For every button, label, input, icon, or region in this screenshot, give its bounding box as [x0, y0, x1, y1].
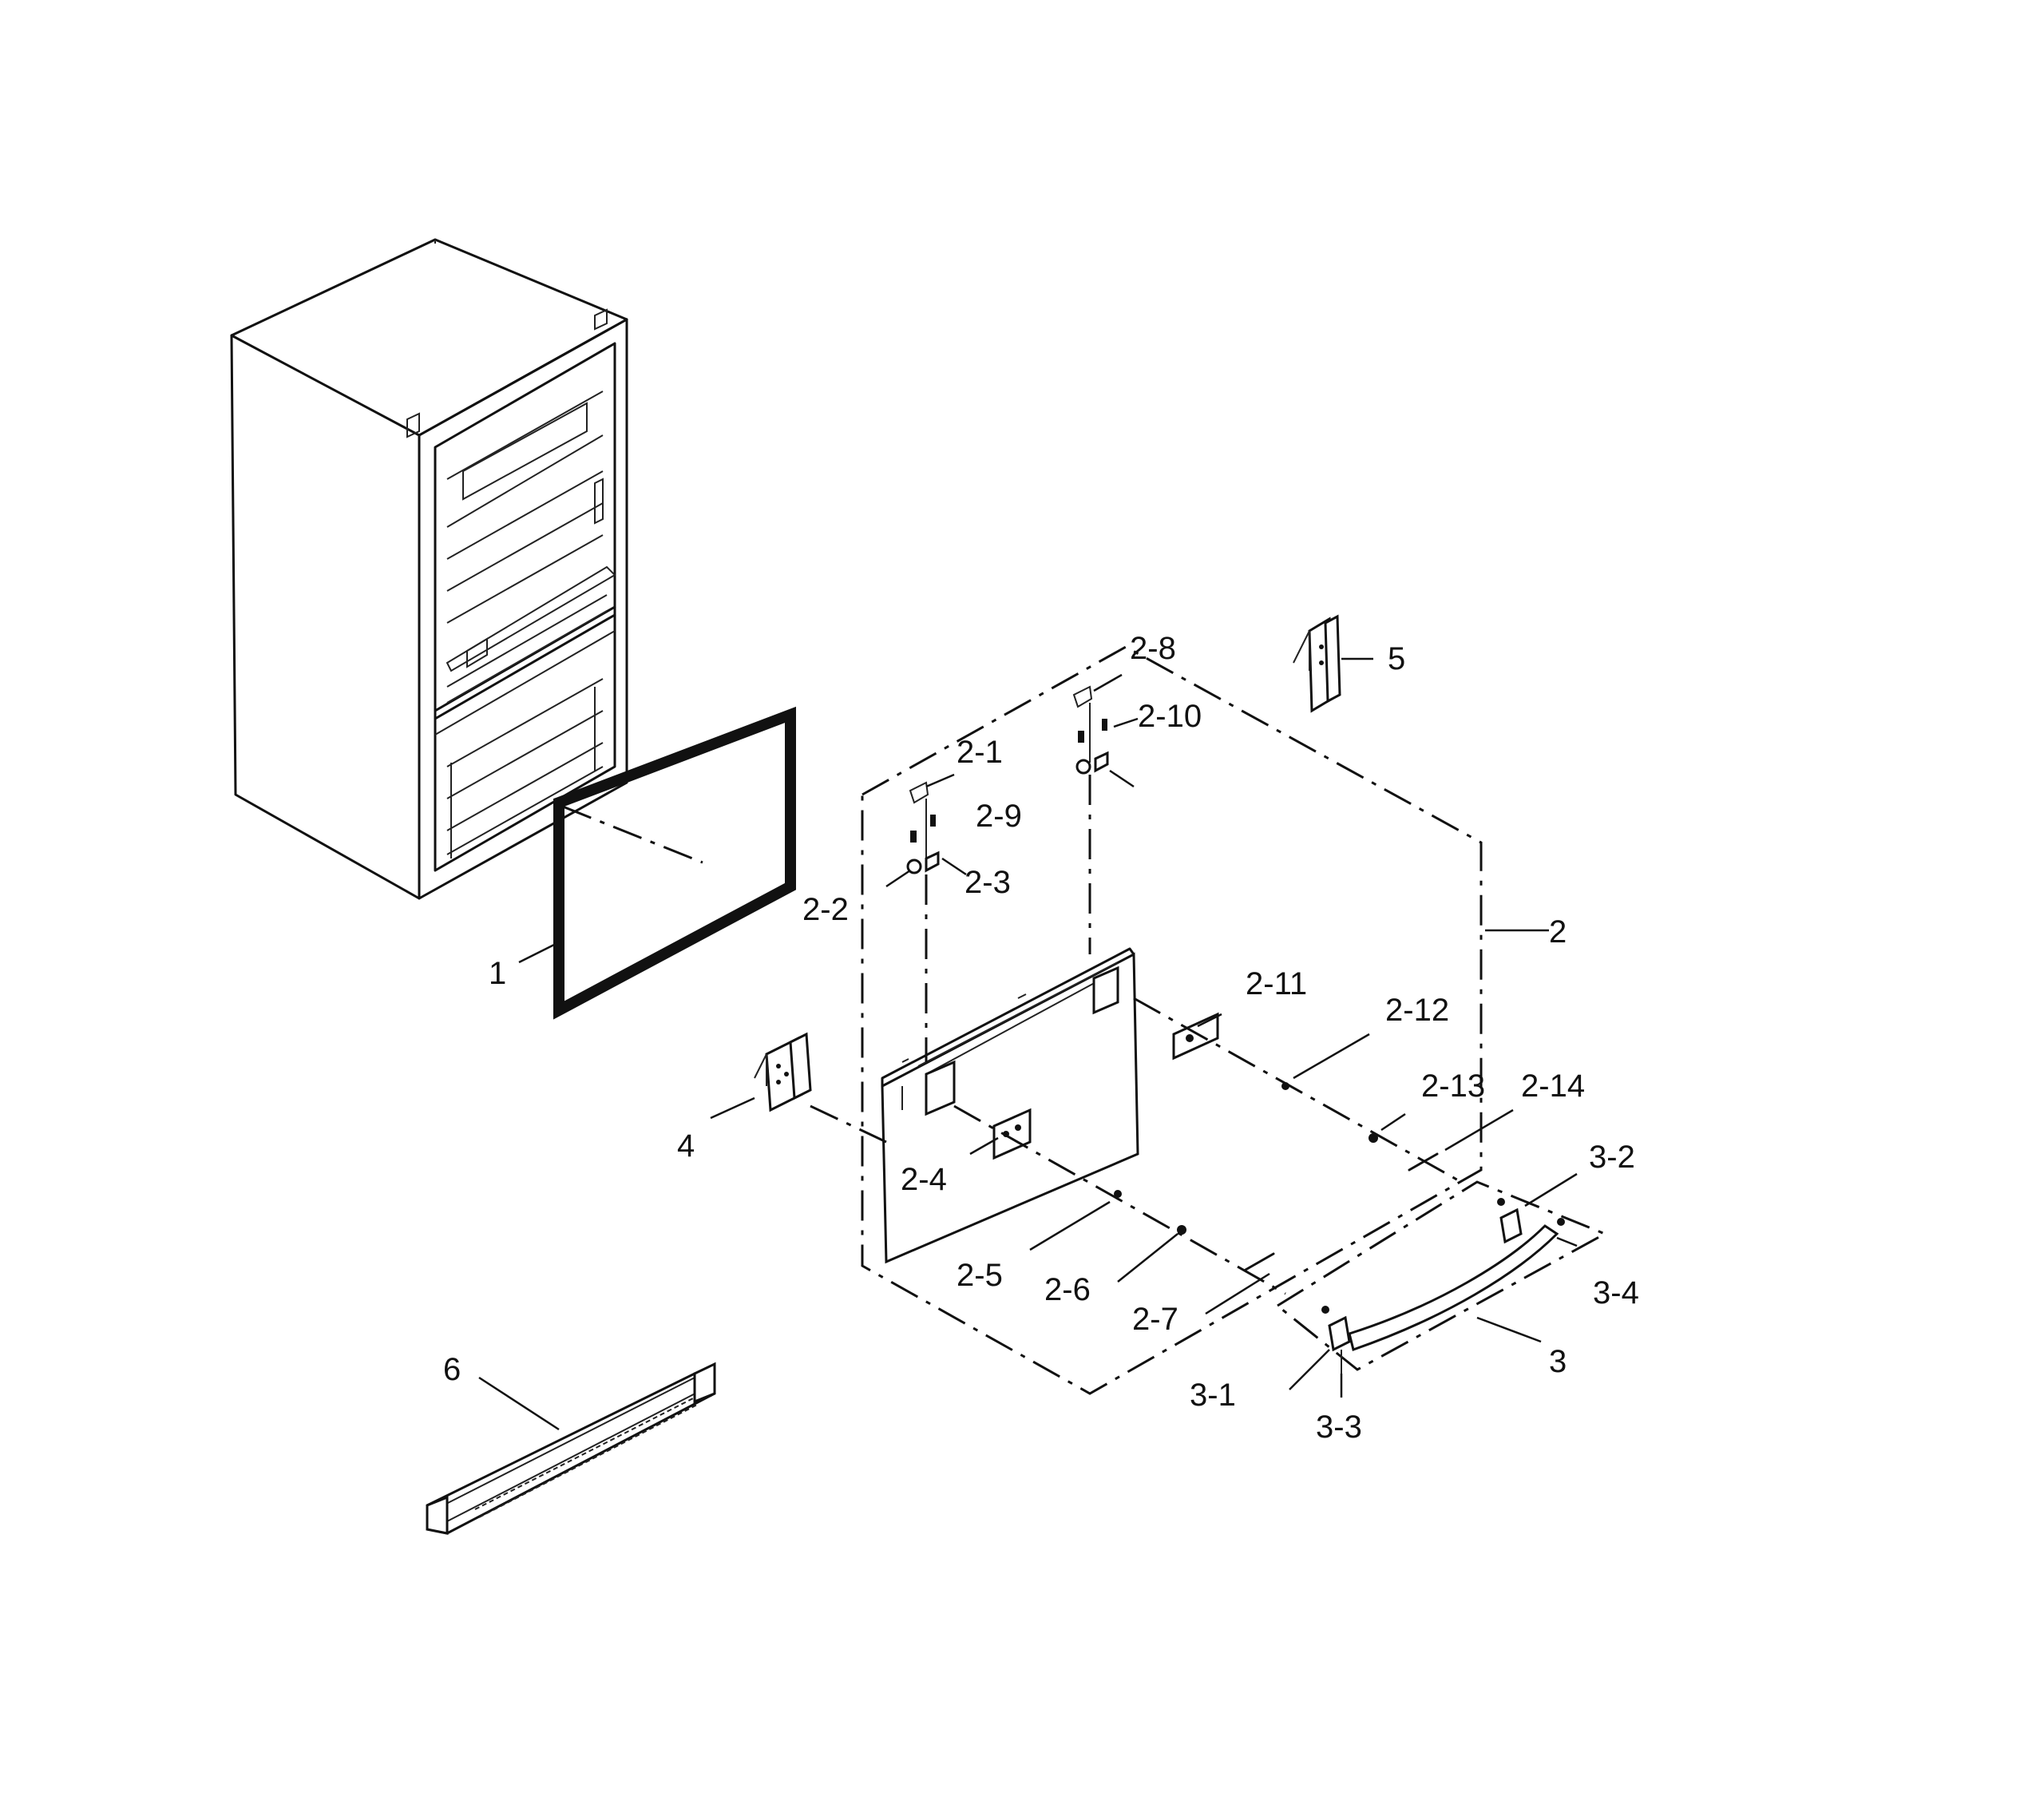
label-1: 1: [489, 956, 506, 991]
upper-left-hinge-parts: [906, 781, 940, 1062]
label-2-12: 2-12: [1385, 993, 1449, 1028]
label-2-13: 2-13: [1421, 1069, 1485, 1104]
label-3-4: 3-4: [1593, 1275, 1639, 1310]
label-3-3: 3-3: [1316, 1410, 1362, 1445]
label-3: 3: [1549, 1344, 1567, 1379]
right-slide-rail: [1293, 614, 1341, 713]
label-2-11: 2-11: [1246, 966, 1307, 1001]
label-5: 5: [1388, 641, 1405, 676]
left-rail-chain: [810, 1104, 1286, 1295]
label-3-2: 3-2: [1589, 1140, 1635, 1175]
label-2-8: 2-8: [1130, 631, 1176, 666]
upper-right-hinge-parts: [1072, 685, 1109, 954]
label-6: 6: [443, 1352, 461, 1387]
right-rail-bracket: [1133, 997, 1462, 1184]
door-assembly-boundary: [861, 645, 1483, 1395]
label-4: 4: [677, 1128, 695, 1164]
label-2-9: 2-9: [976, 799, 1022, 834]
label-2-14: 2-14: [1521, 1069, 1585, 1104]
label-2-6: 2-6: [1044, 1272, 1091, 1307]
label-2-4: 2-4: [901, 1162, 947, 1197]
label-2-7: 2-7: [1132, 1302, 1178, 1337]
handle-assembly: [1275, 1180, 1608, 1374]
leader-lines: [478, 657, 1578, 1431]
label-2-3: 2-3: [965, 865, 1011, 900]
callout-labels: 1 2 2-1 2-2 2-3 2-4 2-5 2-6 2-7 2-8 2-9 …: [443, 631, 1639, 1445]
label-2-2: 2-2: [802, 892, 849, 927]
label-3-1: 3-1: [1190, 1378, 1236, 1413]
door-bin: [426, 1362, 716, 1535]
door-gasket: [553, 706, 796, 1020]
label-2: 2: [1549, 914, 1567, 950]
label-2-1: 2-1: [957, 735, 1003, 770]
freezer-door-panel: [881, 947, 1139, 1264]
left-slide-rail: [754, 1032, 812, 1112]
label-2-5: 2-5: [957, 1258, 1003, 1293]
refrigerator-cabinet: [230, 238, 628, 900]
label-2-10: 2-10: [1138, 699, 1202, 734]
